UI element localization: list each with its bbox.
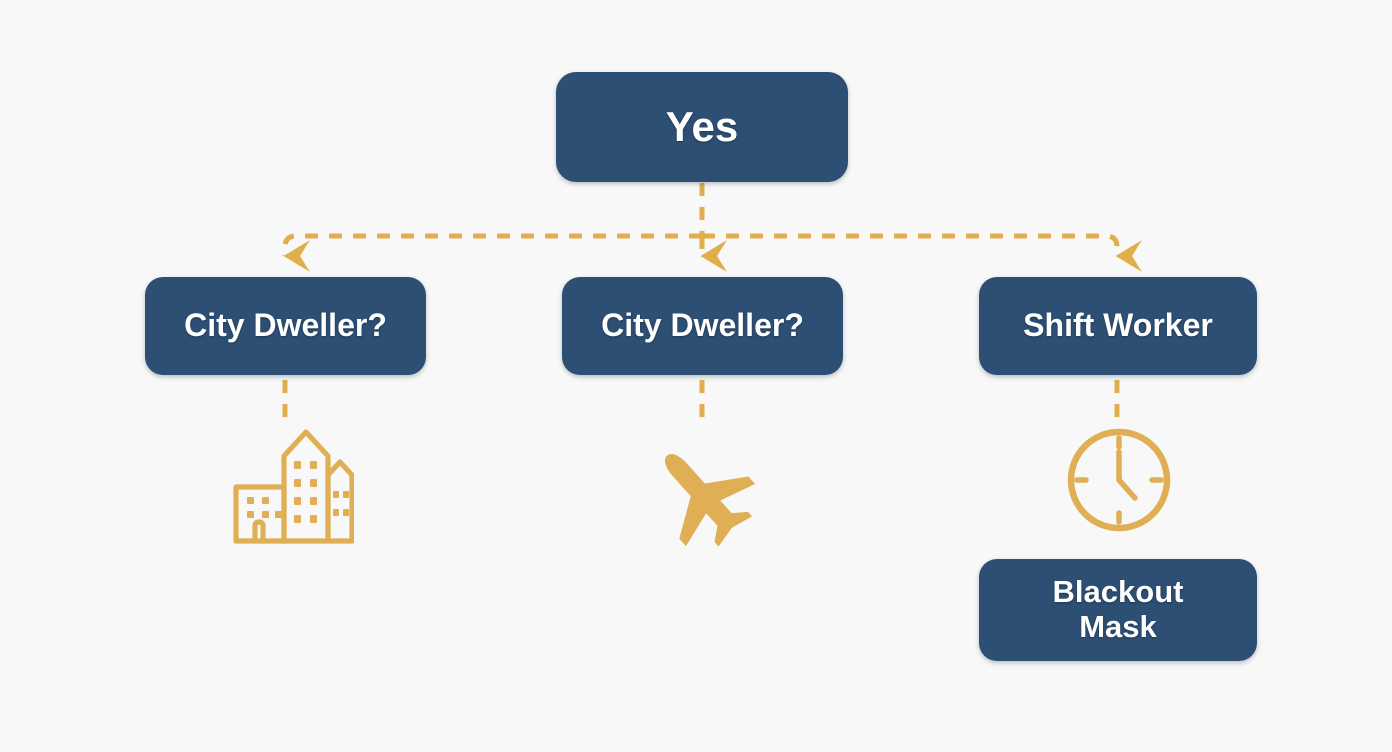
airplane-icon bbox=[645, 440, 760, 550]
clock-icon bbox=[1063, 424, 1175, 536]
node-leaf-blackout-mask[interactable]: Blackout Mask bbox=[979, 559, 1257, 661]
node-branch-label: City Dweller? bbox=[601, 307, 804, 344]
node-branch-label: Shift Worker bbox=[1023, 307, 1213, 344]
buildings-icon bbox=[222, 423, 354, 545]
node-branch-city-dweller-center[interactable]: City Dweller? bbox=[562, 277, 843, 375]
node-root-yes[interactable]: Yes bbox=[556, 72, 848, 182]
connector-bus-right bbox=[702, 233, 1142, 272]
node-branch-shift-worker[interactable]: Shift Worker bbox=[979, 277, 1257, 375]
node-branch-label: City Dweller? bbox=[184, 307, 387, 344]
connector-bus-left bbox=[282, 233, 702, 272]
node-leaf-label-line1: Blackout bbox=[1052, 574, 1184, 610]
node-leaf-label-line2: Mask bbox=[1079, 609, 1157, 644]
node-branch-city-dweller-left[interactable]: City Dweller? bbox=[145, 277, 426, 375]
node-root-label: Yes bbox=[665, 103, 739, 151]
node-leaf-lines: Blackout Mask bbox=[1053, 575, 1184, 644]
